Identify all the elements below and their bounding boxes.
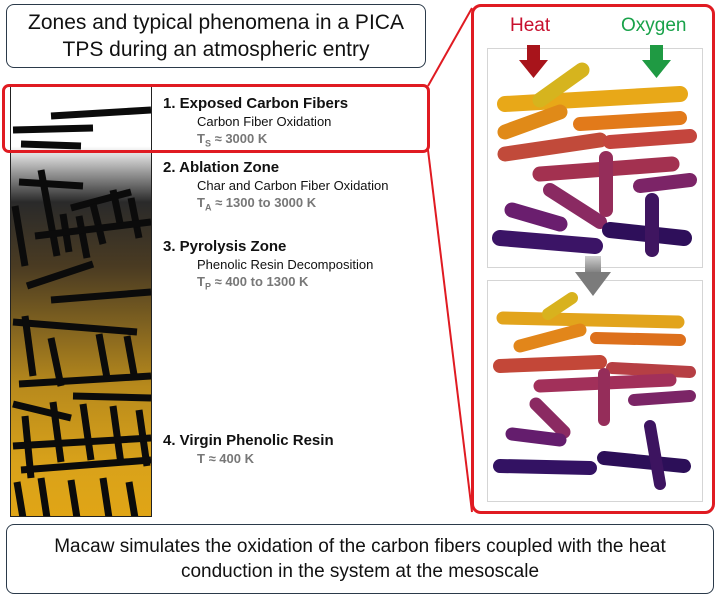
fiber: [11, 205, 29, 267]
simulation-panel: [471, 4, 715, 514]
fiber: [99, 477, 113, 516]
fiber: [25, 260, 95, 290]
fiber: [49, 401, 65, 463]
zone-temperature: TA ≈ 1300 to 3000 K: [197, 195, 317, 213]
fiber: [12, 318, 138, 336]
fiber: [109, 405, 125, 465]
simulation-frame-before: [487, 48, 703, 268]
fiber: [67, 479, 81, 516]
simulation-frame-after: [487, 280, 703, 502]
zone-ablation: 2. Ablation Zone Char and Carbon Fiber O…: [163, 158, 389, 217]
zone-title: 1. Exposed Carbon Fibers: [163, 95, 349, 112]
zone-exposed-carbon-fibers: 1. Exposed Carbon Fibers Carbon Fiber Ox…: [163, 94, 348, 153]
caption-box: Macaw simulates the oxidation of the car…: [6, 524, 714, 594]
fiber: [95, 333, 111, 379]
fiber: [109, 189, 125, 229]
zone-title: 3. Pyrolysis Zone: [163, 238, 287, 255]
fiber: [79, 403, 95, 461]
fiber: [20, 140, 82, 150]
fiber: [37, 477, 51, 516]
fiber: [72, 392, 151, 402]
fiber: [18, 372, 151, 388]
zone-description: Char and Carbon Fiber Oxidation: [197, 178, 389, 193]
fiber: [12, 124, 94, 134]
fiber: [47, 337, 65, 387]
fiber: [89, 203, 107, 245]
caption-text: Macaw simulates the oxidation of the car…: [54, 536, 666, 582]
fiber: [21, 315, 37, 377]
fiber: [70, 188, 132, 212]
fiber: [50, 106, 151, 120]
fiber: [13, 481, 27, 516]
zone-description: Phenolic Resin Decomposition: [197, 257, 374, 272]
figure-title: Zones and typical phenomena in a PICA TP…: [28, 11, 404, 61]
fiber-pattern: [11, 106, 151, 516]
zone-description: Carbon Fiber Oxidation: [197, 114, 332, 129]
zone-title: 4. Virgin Phenolic Resin: [163, 432, 334, 449]
fiber: [20, 456, 151, 474]
zone-1-highlight-box: [2, 84, 430, 153]
pica-material-column: [10, 85, 152, 517]
fiber: [125, 481, 139, 516]
zone-title: 2. Ablation Zone: [163, 159, 280, 176]
zone-temperature: TS ≈ 3000 K: [197, 131, 268, 149]
zone-virgin-phenolic-resin: 4. Virgin Phenolic Resin T ≈ 400 K: [163, 431, 334, 467]
fiber: [75, 215, 91, 259]
fiber: [127, 197, 143, 239]
fiber: [123, 335, 139, 381]
fiber: [34, 218, 151, 240]
oxygen-label: Oxygen: [621, 15, 687, 36]
fiber: [37, 169, 61, 257]
fiber: [50, 288, 151, 304]
fiber: [12, 400, 72, 422]
fiber: [12, 434, 151, 450]
zone-temperature: TP ≈ 400 to 1300 K: [197, 274, 309, 292]
heat-label: Heat: [510, 15, 551, 36]
zone-pyrolysis: 3. Pyrolysis Zone Phenolic Resin Decompo…: [163, 237, 373, 296]
fiber: [18, 178, 84, 190]
zone-temperature: T ≈ 400 K: [197, 451, 255, 466]
title-box: Zones and typical phenomena in a PICA TP…: [6, 4, 426, 68]
